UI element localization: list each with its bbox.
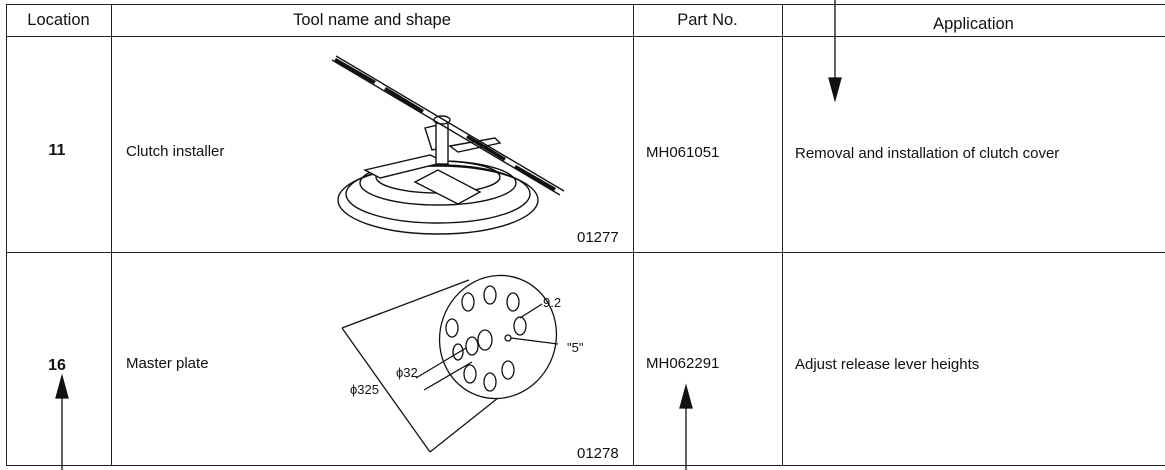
location-cell: 11: [48, 142, 66, 159]
column-divider: [111, 4, 112, 466]
figure-number: 01278: [577, 445, 619, 462]
table-border-top: [6, 4, 1165, 5]
marker-label: "5": [567, 340, 584, 355]
up-arrow-icon: [679, 383, 693, 409]
column-divider: [782, 4, 783, 466]
part-number-cell: MH061051: [646, 144, 720, 161]
outer-diameter-label: ϕ325: [350, 382, 379, 397]
application-cell: Adjust release lever heights: [795, 356, 980, 373]
special-tools-table: Location Tool name and shape Part No. Ap…: [6, 0, 1165, 466]
header-location: Location: [27, 10, 90, 29]
location-cell: 16: [48, 357, 66, 374]
column-divider: [633, 4, 634, 466]
table-border-left: [6, 4, 7, 466]
hole-dimension-label: 9.2: [543, 295, 561, 310]
table-border-bottom: [6, 465, 1165, 466]
clutch-installer-illustration: [331, 55, 565, 235]
tool-name-cell: Clutch installer: [126, 143, 225, 160]
figure-number: 01277: [577, 229, 619, 246]
down-arrow-icon: [828, 77, 842, 103]
up-arrow-icon: [55, 373, 69, 399]
header-part-no: Part No.: [677, 10, 738, 29]
row-divider: [6, 252, 1165, 253]
header-application: Application: [933, 14, 1014, 33]
part-number-cell: MH062291: [646, 355, 720, 372]
header-tool-name: Tool name and shape: [293, 10, 451, 29]
inner-diameter-label: ϕ32: [396, 365, 418, 380]
header-divider: [6, 36, 1165, 37]
tool-name-cell: Master plate: [126, 355, 209, 372]
master-plate-illustration: 9.2 "5" ϕ32 ϕ325: [341, 274, 584, 453]
application-cell: Removal and installation of clutch cover: [795, 145, 1060, 162]
